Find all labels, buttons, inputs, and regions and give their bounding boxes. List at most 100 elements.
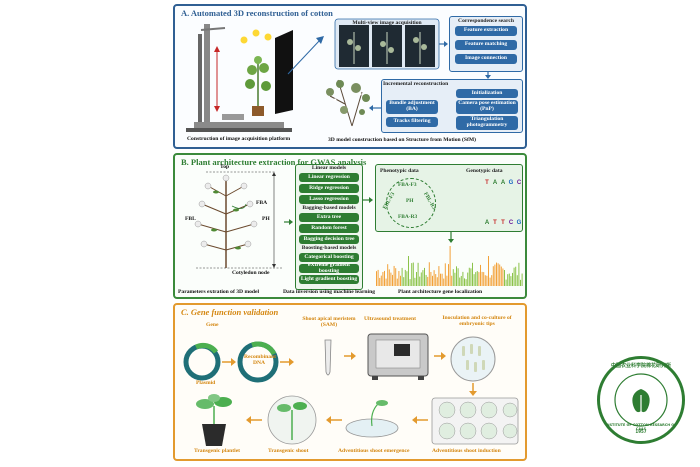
dna-bottom-base-4: G	[516, 220, 522, 226]
manhattan-bar	[385, 278, 387, 286]
institute-logo: 中国农业科学院棉花研究所 INSTITUTE OF COTTON RESEARC…	[597, 356, 685, 444]
label-ultrasound: Ultrasound treatment	[364, 316, 416, 322]
manhattan-bar	[518, 262, 520, 286]
manhattan-bar	[486, 275, 488, 286]
model-categorical-boosting: Categorical boosting	[299, 253, 359, 262]
model-linear-regression: Linear regression	[299, 173, 359, 182]
model-ridge-regression: Ridge regression	[299, 184, 359, 193]
manhattan-bar	[380, 275, 382, 286]
manhattan-plot	[376, 246, 523, 286]
panel-b-caption-mid: Data inversion using machine learning	[283, 289, 375, 295]
manhattan-bar	[438, 266, 440, 286]
panel-c: C. Gene function validation	[173, 303, 527, 461]
bagging-models-title: Bagging-based models	[302, 205, 356, 211]
manhattan-bar	[497, 263, 499, 286]
label-plasmid: Plasmid	[196, 380, 216, 386]
manhattan-bar	[449, 246, 451, 286]
logo-year: 1957	[635, 429, 647, 434]
correspondence-search-title: Correspondence search	[458, 18, 514, 24]
plant-label-fba: FBA	[256, 200, 268, 206]
dna-bottom-base-3: C	[508, 220, 514, 226]
manhattan-bar	[507, 274, 509, 286]
linear-models-title: Linear models	[311, 165, 347, 171]
manhattan-bar	[451, 275, 453, 286]
manhattan-bar	[424, 267, 425, 286]
plant-label-cotyledon: Cotyledon node	[232, 270, 270, 276]
plasmid-icon	[183, 342, 221, 381]
manhattan-bar	[436, 277, 438, 286]
manhattan-bar	[512, 272, 513, 286]
manhattan-bar	[392, 274, 393, 286]
manhattan-bar	[473, 274, 475, 286]
manhattan-bar	[462, 271, 464, 286]
manhattan-bar	[459, 277, 461, 286]
inoculation-dish-icon	[450, 336, 496, 382]
dna-top-base-0: T	[485, 180, 489, 186]
manhattan-bar	[412, 262, 414, 286]
manhattan-bar	[444, 263, 446, 286]
panel-b-title: B. Plant architecture extraction for GWA…	[181, 157, 367, 167]
manhattan-bar	[508, 273, 510, 286]
manhattan-bar	[460, 275, 462, 286]
plant-label-top: Top	[220, 164, 230, 170]
manhattan-bar	[457, 268, 459, 286]
manhattan-bar	[500, 266, 502, 286]
feature-extraction-step: Feature extraction	[455, 26, 517, 36]
dna-bottom-base-1: T	[493, 220, 497, 226]
manhattan-bar	[516, 275, 518, 286]
manhattan-bar	[496, 262, 497, 286]
manhattan-bar	[464, 278, 465, 286]
boosting-models-title: Boosting-based models	[301, 245, 357, 251]
label-transgenic-plantlet: Transgenic plantlet	[194, 448, 241, 454]
acquisition-platform-illustration	[186, 24, 324, 132]
manhattan-bar	[435, 274, 437, 286]
panel-a-caption-left: Construction of image acquisition platfo…	[187, 136, 291, 142]
manhattan-bar	[499, 264, 501, 286]
manhattan-bar	[395, 268, 397, 286]
manhattan-bar	[393, 265, 395, 286]
manhattan-bar	[382, 272, 384, 286]
dna-bottom-base-0: A	[484, 220, 490, 226]
manhattan-bar	[488, 256, 489, 286]
manhattan-bar	[480, 264, 481, 286]
model-random-forest: Random forest	[299, 224, 359, 233]
trait-ph: PH	[406, 198, 414, 204]
label-induction: Adventitious shoot induction	[432, 448, 501, 454]
manhattan-bar	[388, 269, 390, 286]
manhattan-bar	[396, 278, 398, 286]
manhattan-bar	[379, 277, 381, 286]
label-sam: Shoot apical meristem (SAM)	[302, 316, 356, 328]
manhattan-bar	[400, 275, 401, 286]
manhattan-bar	[425, 274, 427, 286]
panel-a-title: A. Automated 3D reconstruction of cotton	[181, 8, 333, 18]
manhattan-bar	[417, 262, 419, 286]
manhattan-bar	[416, 272, 417, 286]
panel-b-caption-left: Parameters extration of 3D model	[178, 289, 260, 295]
manhattan-bar	[476, 271, 478, 286]
manhattan-bar	[384, 270, 385, 286]
multiview-images	[334, 18, 440, 70]
manhattan-bar	[521, 273, 523, 286]
manhattan-bar	[401, 267, 403, 286]
manhattan-bar	[489, 277, 491, 286]
manhattan-bar	[428, 262, 430, 286]
recombinant-dna-icon	[237, 341, 279, 383]
phenotypic-data-title: Phenotypic data	[380, 168, 419, 174]
label-emergence: Adventitious shoot emergence	[338, 448, 410, 454]
manhattan-bar	[420, 272, 422, 286]
dna-top-base-3: G	[508, 180, 514, 186]
manhattan-bar	[414, 277, 416, 286]
manhattan-bar	[467, 272, 469, 286]
manhattan-bar	[454, 272, 456, 286]
tracks-filtering-step: Tracks filtering	[386, 117, 438, 127]
manhattan-bar	[406, 271, 408, 286]
plant-label-fbl: FBL	[185, 216, 196, 222]
model-extra-tree: Extra tree	[299, 213, 359, 222]
manhattan-bar	[441, 273, 443, 286]
manhattan-bar	[491, 275, 493, 286]
